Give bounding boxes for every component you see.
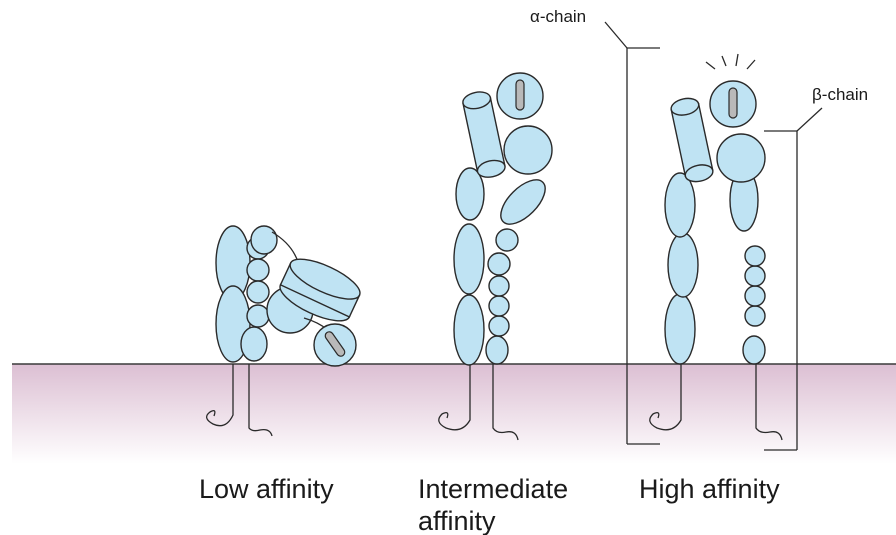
low-affinity-caption: Low affinity — [199, 474, 334, 504]
alpha-chain-label: α-chain — [530, 7, 586, 26]
beta-chain-label: β-chain — [812, 85, 868, 104]
cell-membrane — [12, 364, 896, 464]
intermediate-affinity-caption-line1: Intermediate — [418, 474, 568, 504]
high-affinity-caption: High affinity — [639, 474, 780, 504]
intermediate-affinity-caption-line2: affinity — [418, 506, 496, 535]
